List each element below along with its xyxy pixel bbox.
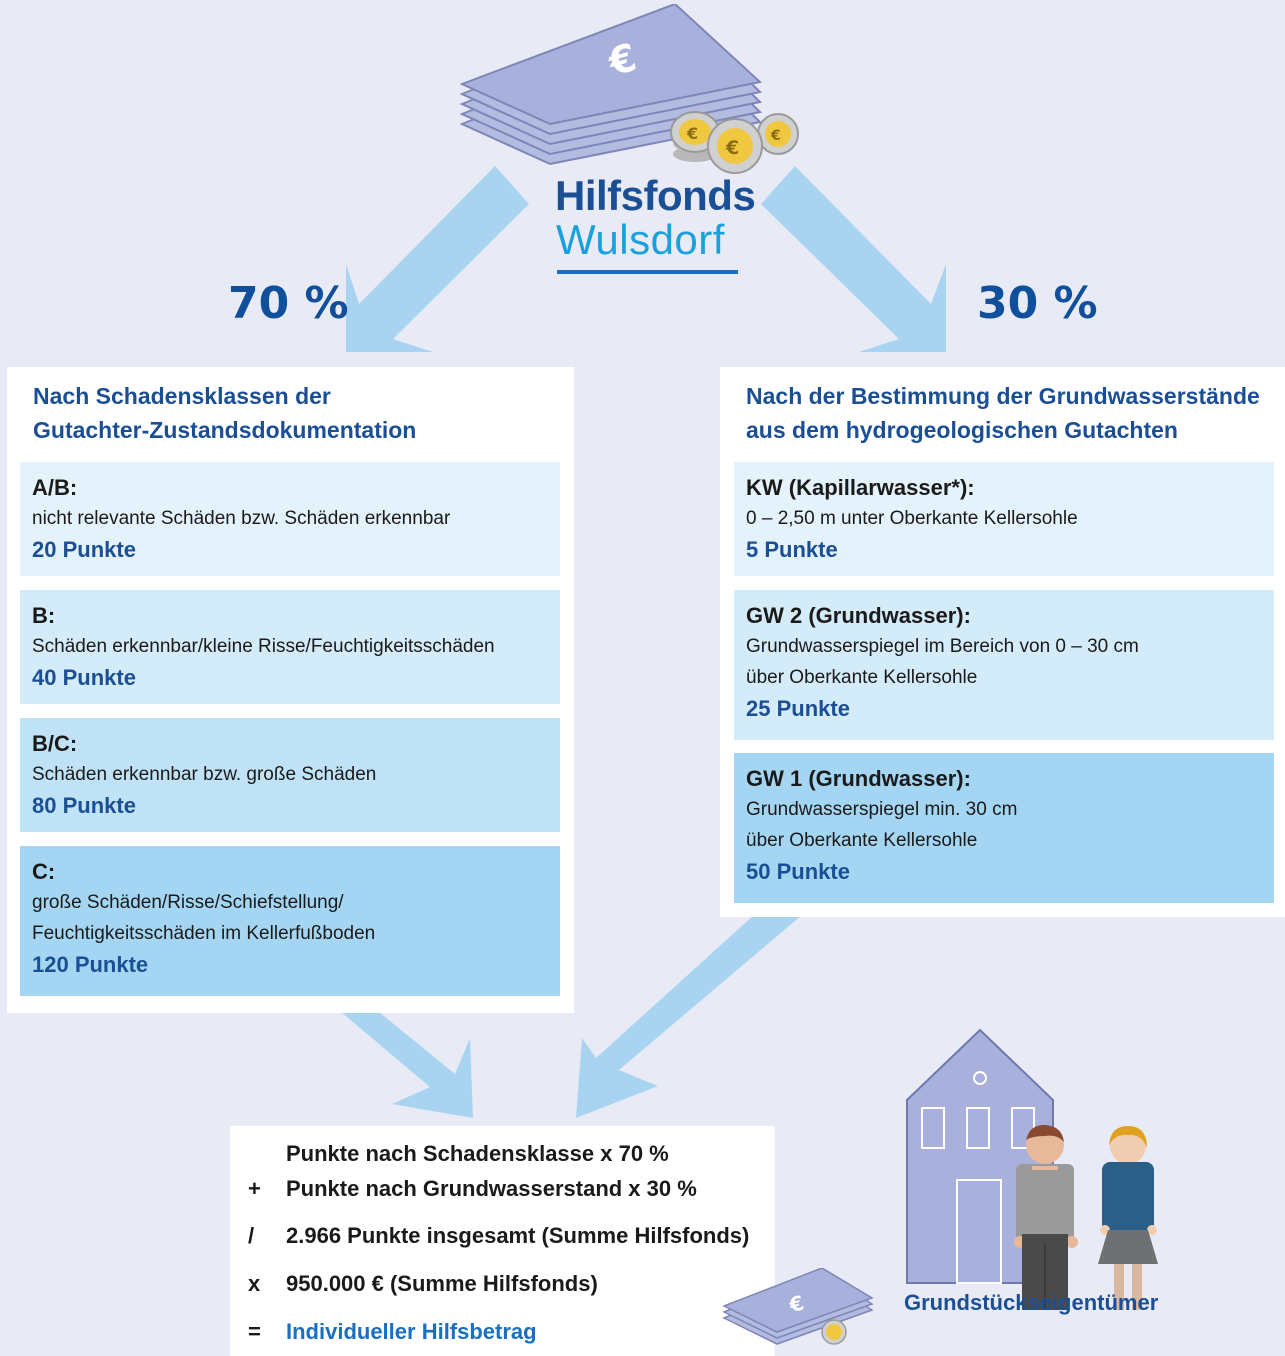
item-heading: KW (Kapillarwasser*): — [746, 475, 975, 500]
arrow-from-left-panel — [341, 1012, 473, 1118]
formula-text: Punkte nach Schadensklasse x 70 % — [286, 1141, 669, 1166]
man-icon — [1014, 1124, 1078, 1310]
formula-box: Punkte nach Schadensklasse x 70 % + Punk… — [230, 1126, 775, 1356]
right-percent: 30 % — [977, 278, 1098, 329]
owner-label: Grundstückseigentümer — [904, 1290, 1159, 1315]
arrow-to-right-panel — [761, 166, 946, 352]
item-text: Grundwasserspiegel im Bereich von 0 – 30… — [746, 636, 1139, 657]
damage-class-b: B: Schäden erkennbar/kleine Risse/Feucht… — [20, 590, 560, 704]
damage-class-bc: B/C: Schäden erkennbar bzw. große Schäde… — [20, 718, 560, 832]
formula-operator: = — [248, 1319, 261, 1344]
svg-text:€: € — [686, 124, 698, 143]
woman-icon — [1098, 1126, 1158, 1310]
svg-text:€: € — [770, 128, 781, 144]
item-points: 20 Punkte — [32, 537, 136, 562]
item-points: 120 Punkte — [32, 952, 149, 977]
logo-line2: Wulsdorf — [556, 216, 725, 263]
logo-underline — [557, 270, 738, 274]
arrow-from-right-panel — [576, 915, 802, 1118]
item-heading: B: — [32, 603, 56, 628]
item-text: über Oberkante Kellersohle — [746, 830, 978, 851]
formula-result: Individueller Hilfsbetrag — [286, 1319, 537, 1344]
item-text: über Oberkante Kellersohle — [746, 667, 978, 688]
formula-operator: x — [248, 1271, 261, 1296]
formula-text: Punkte nach Grundwasserstand x 30 % — [286, 1176, 697, 1201]
arrow-to-left-panel — [346, 166, 529, 352]
item-text: Schäden erkennbar bzw. große Schäden — [32, 764, 377, 785]
right-panel: Nach der Bestimmung der Grundwasserständ… — [720, 367, 1285, 917]
item-points: 5 Punkte — [746, 537, 838, 562]
formula-text: 2.966 Punkte insgesamt (Summe Hilfsfonds… — [286, 1223, 750, 1248]
item-text: große Schäden/Risse/Schiefstellung/ — [32, 892, 344, 913]
item-text: Feuchtigkeitsschäden im Kellerfußboden — [32, 923, 376, 944]
formula-operator: / — [248, 1223, 255, 1248]
item-points: 25 Punkte — [746, 696, 850, 721]
right-panel-title-1: Nach der Bestimmung der Grundwasserständ… — [746, 383, 1260, 409]
right-panel-title-2: aus dem hydrogeologischen Gutachten — [746, 417, 1178, 443]
damage-class-ab: A/B: nicht relevante Schäden bzw. Schäde… — [20, 462, 560, 576]
item-heading: A/B: — [32, 475, 78, 500]
item-heading: C: — [32, 859, 56, 884]
item-points: 40 Punkte — [32, 665, 136, 690]
item-heading: GW 2 (Grundwasser): — [746, 603, 971, 628]
item-text: nicht relevante Schäden bzw. Schäden erk… — [32, 508, 451, 529]
coin-icon: € € € — [670, 111, 799, 174]
item-points: 50 Punkte — [746, 859, 850, 884]
logo-line1: Hilfsfonds — [555, 172, 756, 219]
money-stack-icon: € € € € — [460, 4, 799, 174]
item-heading: GW 1 (Grundwasser): — [746, 766, 971, 791]
water-class-gw1: GW 1 (Grundwasser): Grundwasserspiegel m… — [734, 753, 1274, 903]
money-stack-small-icon: € — [722, 1268, 874, 1345]
formula-text: 950.000 € (Summe Hilfsfonds) — [286, 1271, 598, 1296]
item-points: 80 Punkte — [32, 793, 136, 818]
left-panel-title-2: Gutachter-Zustandsdokumentation — [33, 417, 417, 443]
damage-class-c: C: große Schäden/Risse/Schiefstellung/ F… — [20, 846, 560, 996]
left-panel: Nach Schadensklassen der Gutachter-Zusta… — [7, 367, 574, 1013]
item-text: 0 – 2,50 m unter Oberkante Kellersohle — [746, 508, 1078, 529]
item-text: Grundwasserspiegel min. 30 cm — [746, 799, 1018, 820]
formula-operator: + — [248, 1176, 261, 1201]
item-heading: B/C: — [32, 731, 78, 756]
svg-text:€: € — [725, 137, 739, 159]
water-class-kw: KW (Kapillarwasser*): 0 – 2,50 m unter O… — [734, 462, 1274, 576]
water-class-gw2: GW 2 (Grundwasser): Grundwasserspiegel i… — [734, 590, 1274, 740]
left-percent: 70 % — [228, 278, 349, 329]
left-panel-title-1: Nach Schadensklassen der — [33, 383, 331, 409]
item-text: Schäden erkennbar/kleine Risse/Feuchtigk… — [32, 636, 495, 657]
svg-text:€: € — [786, 1290, 807, 1317]
